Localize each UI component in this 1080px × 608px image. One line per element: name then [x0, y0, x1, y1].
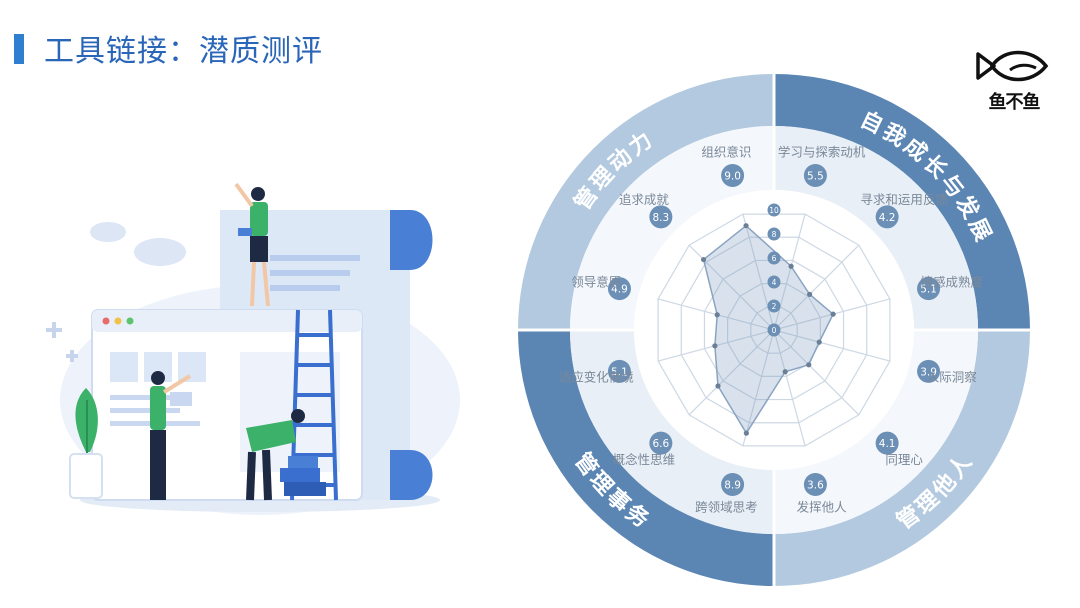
- axis-label: 人际洞察: [927, 370, 978, 385]
- axis-label: 寻求和运用反馈: [860, 192, 948, 207]
- data-point: [715, 383, 721, 389]
- value-bubble: [917, 359, 941, 383]
- data-point: [788, 263, 794, 269]
- axis-label: 发挥他人: [797, 500, 848, 515]
- radial-tick-label: 6: [772, 254, 777, 263]
- sector-band: [774, 74, 1030, 330]
- value-label: 3.9: [920, 366, 937, 378]
- radial-tick-label: 4: [772, 278, 777, 287]
- radial-tick-label: 0: [772, 326, 777, 335]
- data-point: [712, 343, 718, 349]
- axis-spoke: [773, 329, 806, 447]
- value-bubble: [875, 431, 899, 455]
- data-point: [782, 369, 788, 375]
- axis-spoke: [773, 329, 891, 362]
- axis-spoke: [773, 244, 860, 331]
- value-bubble: [649, 205, 673, 229]
- axis-label: 学习与探索动机: [778, 144, 866, 159]
- sector-band: [518, 74, 774, 330]
- data-point: [743, 223, 749, 229]
- value-bubble: [607, 277, 631, 301]
- value-bubble: [803, 473, 827, 497]
- axis-label: 追求成就: [619, 192, 670, 207]
- value-label: 6.6: [653, 438, 670, 450]
- person-on-scroll: [234, 182, 270, 307]
- title-accent-bar: [14, 34, 24, 64]
- axis-label: 同理心: [885, 452, 923, 467]
- axis-label: 跨领域思考: [695, 500, 758, 515]
- sector-band: [518, 330, 774, 586]
- axis-label: 组织意识: [701, 144, 751, 159]
- potted-plant: [69, 388, 103, 499]
- data-point: [830, 311, 836, 317]
- data-point: [807, 291, 813, 297]
- value-label: 4.1: [879, 438, 896, 450]
- logo-text: 鱼不鱼: [988, 92, 1041, 113]
- cloud-icon: [90, 222, 186, 266]
- value-label: 8.3: [653, 212, 670, 224]
- value-bubble: [607, 359, 631, 383]
- radial-tick-label: 8: [772, 230, 777, 239]
- axis-label: 情感成熟度: [920, 274, 983, 289]
- radial-tick-bubble: [767, 203, 781, 217]
- potential-radar-chart: 自我成长与发展管理他人管理事务管理动力02468105.5学习与探索动机4.2寻…: [518, 74, 1030, 586]
- value-label: 3.6: [807, 480, 824, 492]
- value-bubble: [721, 473, 745, 497]
- fish-logo-icon: [976, 50, 1049, 82]
- value-bubble: [803, 163, 827, 187]
- value-label: 8.9: [724, 480, 741, 492]
- radial-tick-bubble: [767, 227, 781, 241]
- person-lifting: [246, 409, 326, 501]
- axis-spoke: [773, 213, 806, 331]
- data-point: [700, 256, 707, 263]
- value-label: 9.0: [724, 170, 741, 182]
- axis-label: 适应变化情境: [559, 370, 634, 385]
- axis-spoke: [688, 329, 775, 416]
- value-label: 5.5: [807, 170, 824, 182]
- data-point: [806, 362, 812, 368]
- value-label: 4.9: [611, 284, 628, 296]
- sector-band: [774, 330, 1030, 586]
- data-point: [743, 430, 749, 436]
- office-illustration: [46, 182, 460, 515]
- value-label: 5.1: [920, 284, 937, 296]
- radial-tick-bubble: [767, 251, 781, 265]
- axis-spoke: [742, 329, 775, 447]
- page-title: 工具链接：潜质测评: [44, 34, 323, 69]
- value-bubble: [649, 431, 673, 455]
- value-bubble: [917, 277, 941, 301]
- axis-label: 领导意愿: [571, 274, 621, 289]
- plus-icon: [46, 322, 78, 362]
- axis-spoke: [742, 213, 775, 331]
- data-point: [816, 339, 822, 345]
- browser-window: [91, 309, 363, 501]
- axis-spoke: [773, 329, 860, 416]
- radial-tick-bubble: [767, 323, 781, 337]
- person-pointing: [150, 371, 192, 500]
- radial-tick-label: 10: [769, 206, 779, 215]
- radial-tick-bubble: [767, 299, 781, 313]
- data-point: [714, 312, 720, 318]
- radial-tick-label: 2: [772, 302, 777, 311]
- axis-label: 概念性思维: [613, 452, 676, 467]
- radial-tick-bubble: [767, 275, 781, 289]
- value-bubble: [875, 205, 899, 229]
- value-bubble: [721, 163, 745, 187]
- value-label: 4.2: [879, 212, 896, 224]
- value-label: 5.1: [611, 366, 628, 378]
